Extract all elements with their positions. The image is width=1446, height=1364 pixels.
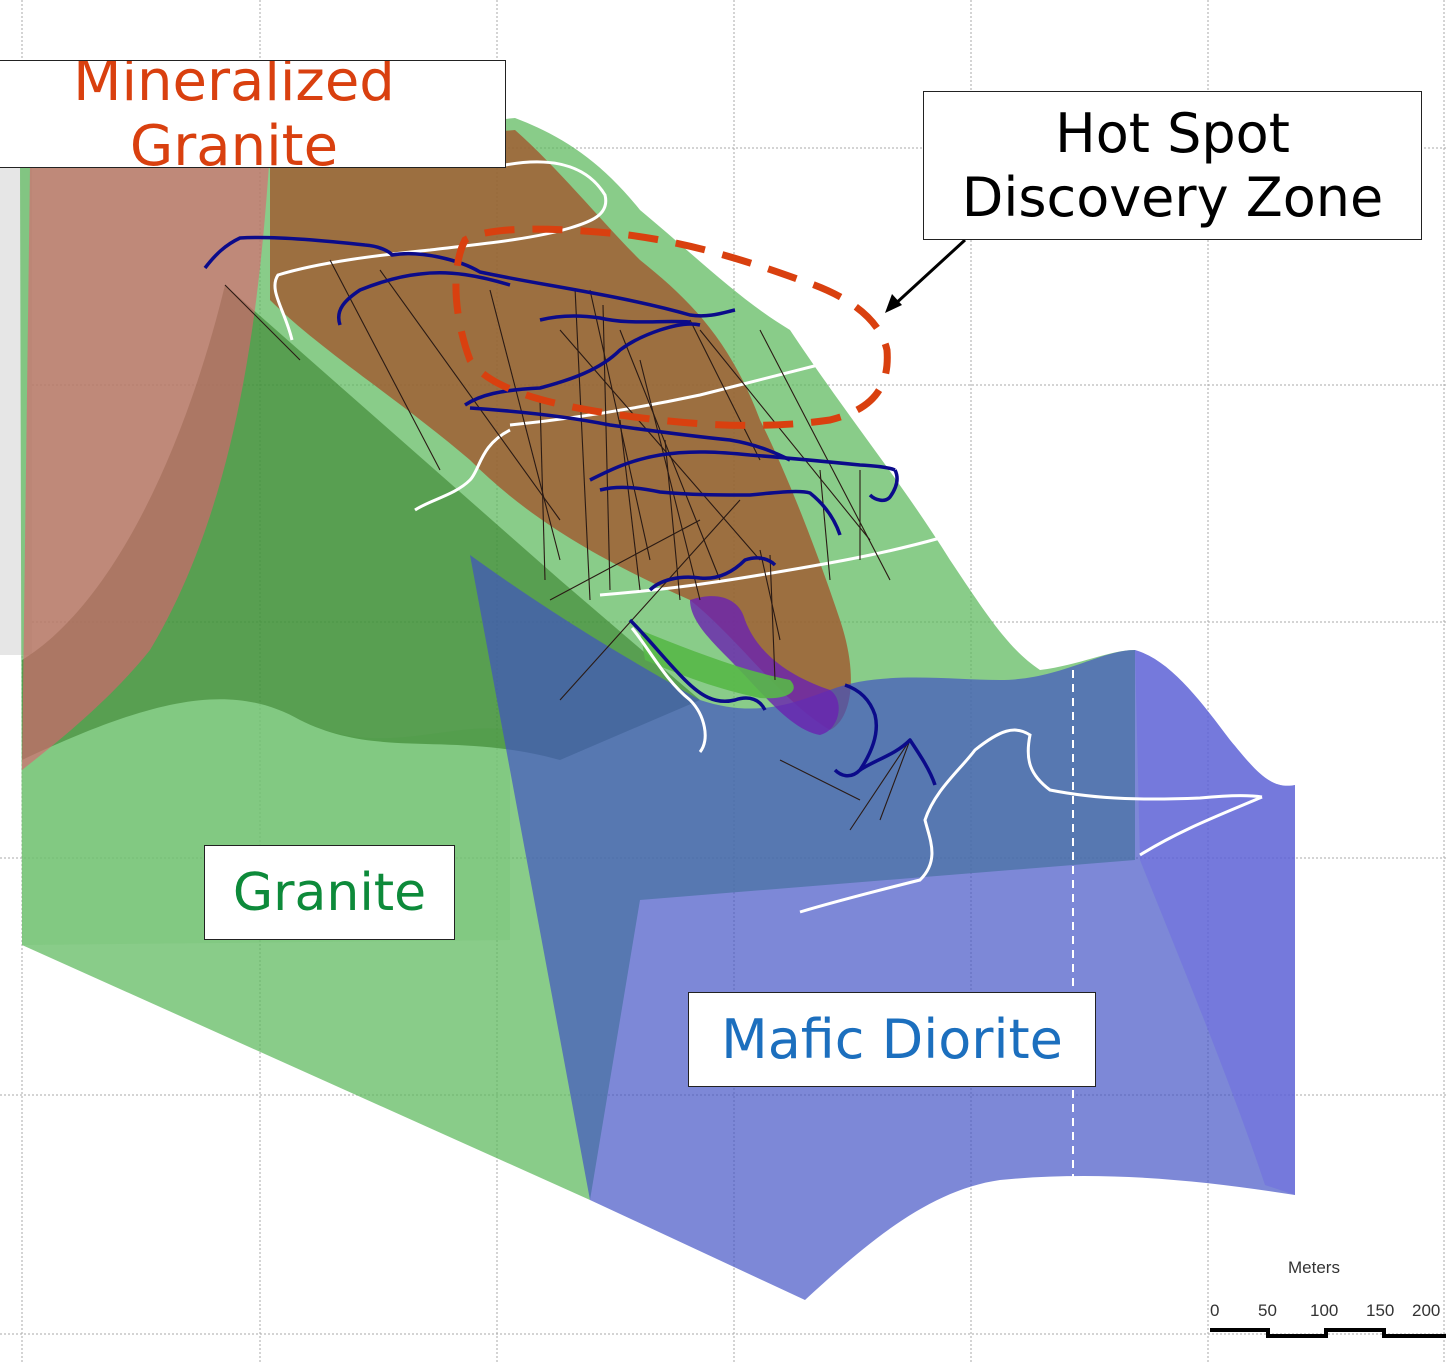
label-hot-spot-line1: Hot Spot bbox=[1055, 101, 1290, 165]
label-granite: Granite bbox=[204, 845, 455, 940]
scale-tick-200: 200 bbox=[1412, 1301, 1441, 1320]
label-mafic-diorite-text: Mafic Diorite bbox=[721, 1008, 1063, 1071]
scale-bar-graphic bbox=[1210, 1328, 1446, 1338]
scale-bar-unit: Meters bbox=[1288, 1258, 1340, 1277]
label-mafic-diorite: Mafic Diorite bbox=[688, 992, 1096, 1087]
scale-tick-50: 50 bbox=[1258, 1301, 1277, 1320]
label-mineralized-granite: Mineralized Granite bbox=[0, 60, 506, 168]
scale-tick-100: 100 bbox=[1310, 1301, 1339, 1320]
label-hot-spot-line2: Discovery Zone bbox=[961, 165, 1384, 229]
label-granite-text: Granite bbox=[232, 862, 427, 923]
hotspot-arrow bbox=[885, 238, 967, 313]
scale-tick-150: 150 bbox=[1366, 1301, 1395, 1320]
hotspot-outline bbox=[452, 225, 891, 429]
underground-workings bbox=[203, 235, 937, 786]
label-hot-spot-discovery-zone: Hot Spot Discovery Zone bbox=[923, 91, 1422, 240]
label-mineralized-granite-text: Mineralized Granite bbox=[73, 60, 395, 168]
mafic-diorite-body bbox=[470, 555, 1295, 1300]
scale-tick-0: 0 bbox=[1210, 1301, 1220, 1320]
topographic-contours bbox=[273, 160, 1263, 914]
scale-bar: Meters 0 50 100 150 200 bbox=[1200, 1250, 1446, 1364]
